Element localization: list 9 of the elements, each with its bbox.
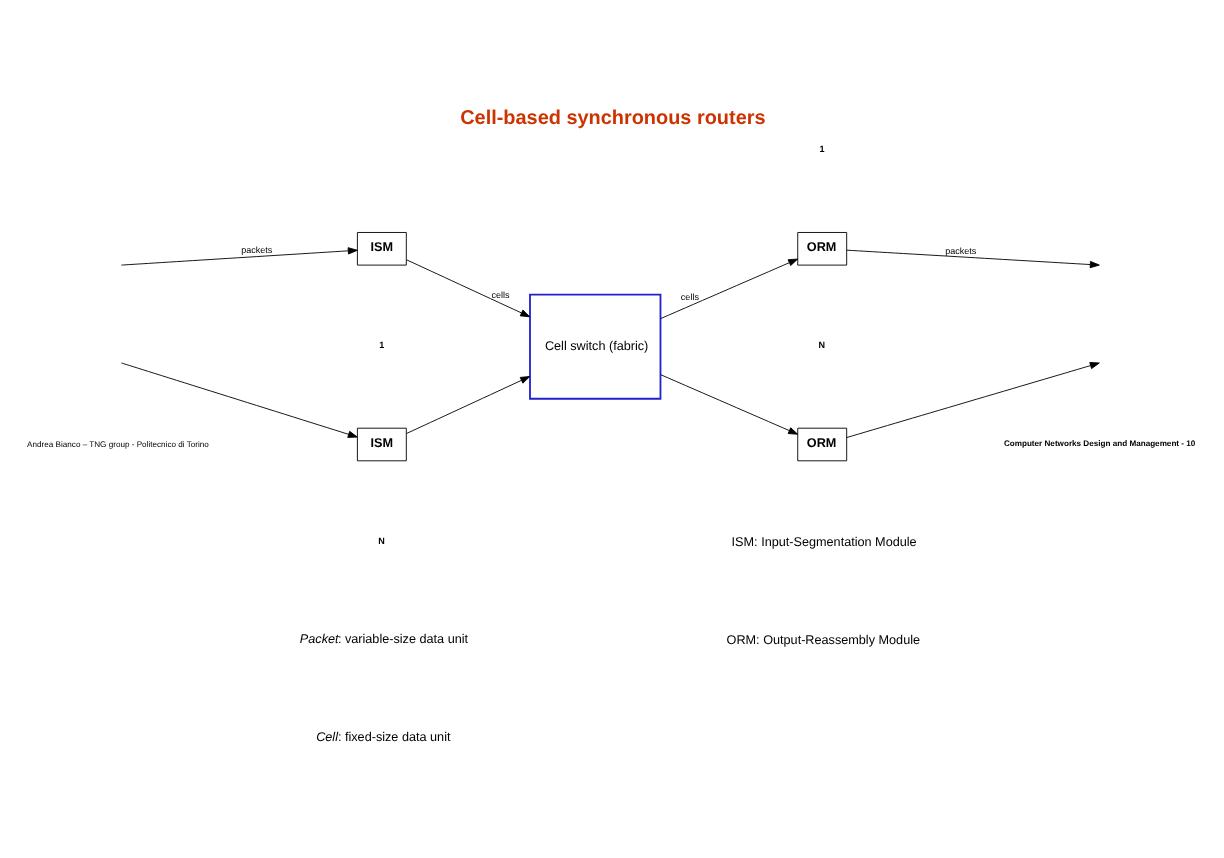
arrow [846,361,1100,437]
arrow [846,248,1100,268]
arrow [660,257,799,319]
arrow [660,373,799,434]
arrow [406,258,531,317]
arrow [120,246,358,265]
diagram-title: Cell-based synchronous routers [460,107,766,130]
arrow [406,375,531,433]
arrow [120,361,358,437]
